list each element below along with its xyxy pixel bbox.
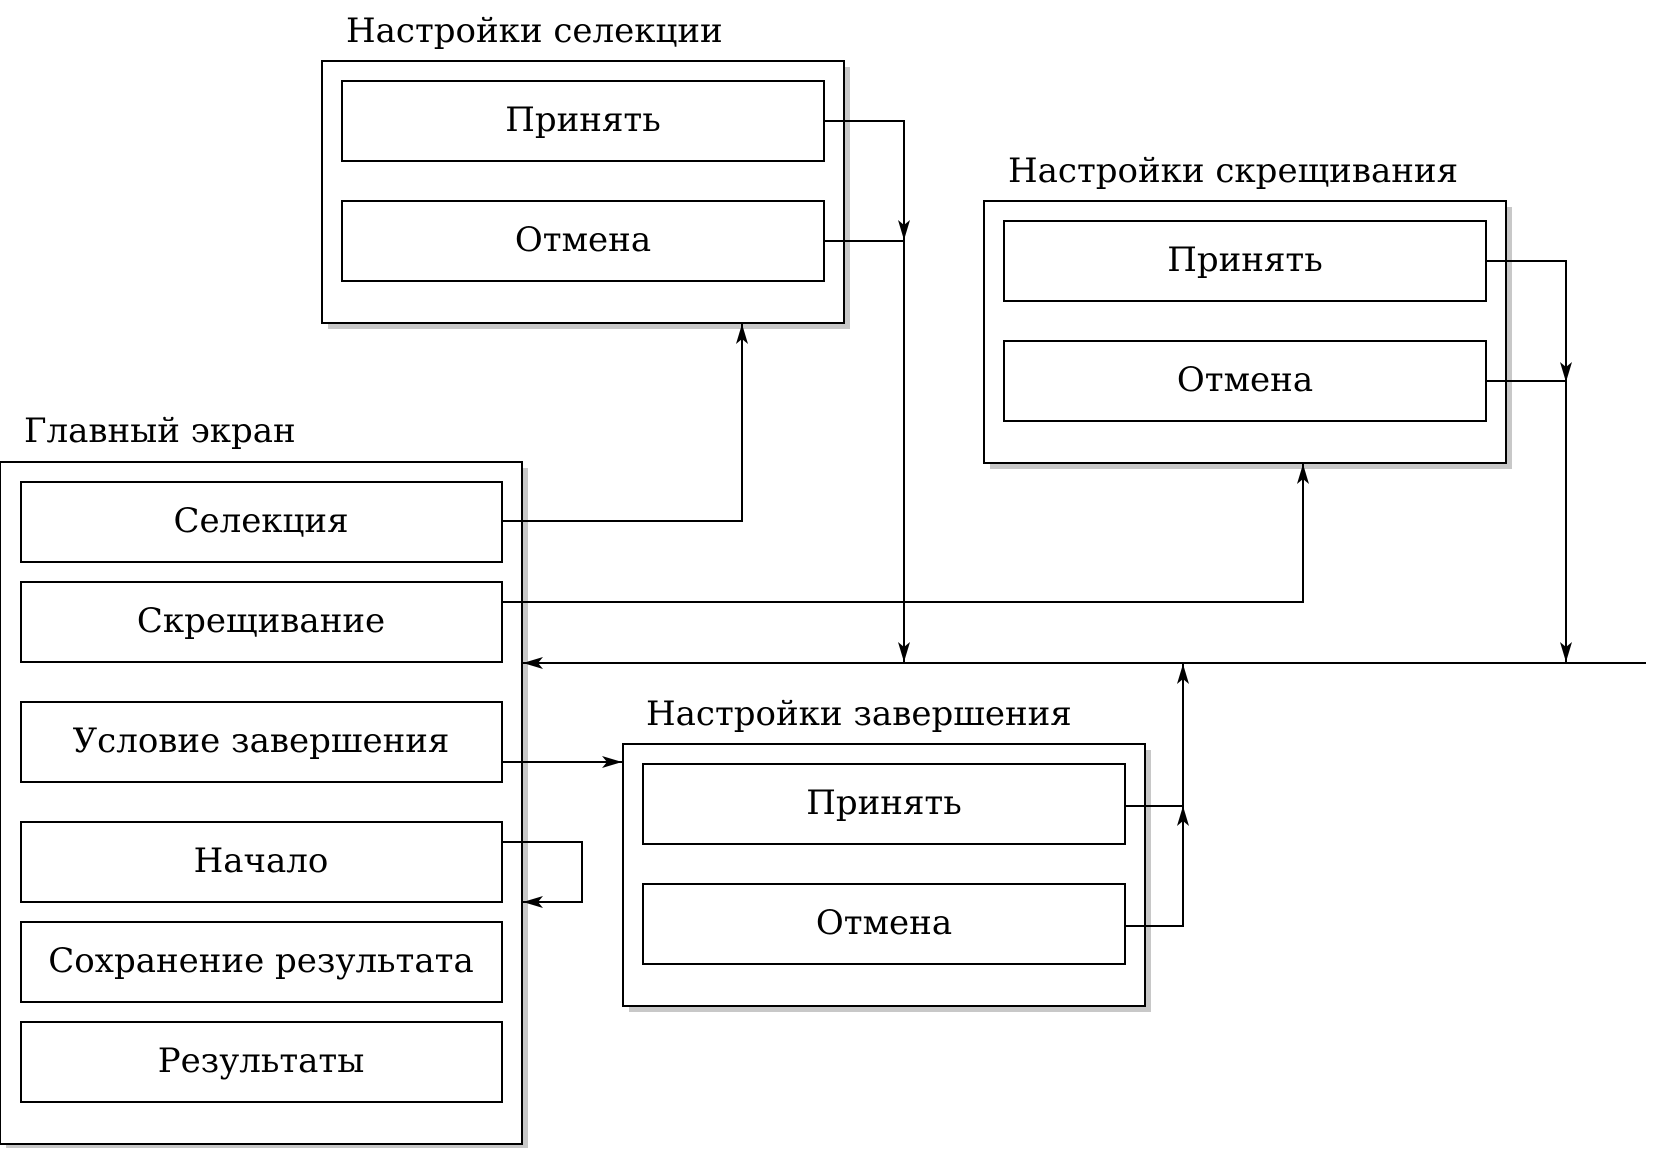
main-screen-panel: Главный экран Селекция Скрещивание Услов…	[0, 411, 528, 1148]
selection-settings-title: Настройки селекции	[346, 11, 723, 51]
completion-settings-title: Настройки завершения	[646, 694, 1072, 734]
connectors	[502, 120, 1646, 927]
completion-settings-panel: Настройки завершения Принять Отмена	[622, 694, 1151, 1012]
crossing-cancel-label: Отмена	[1177, 360, 1313, 400]
connector-crossing-to-settings	[502, 464, 1309, 603]
connector-completion-cancel	[1125, 806, 1189, 927]
connector-completion-accept	[1125, 664, 1189, 807]
menu-item-label: Начало	[194, 841, 329, 881]
connector-selection-cancel	[824, 240, 910, 662]
main-menu-item-crossing[interactable]: Скрещивание	[20, 581, 503, 663]
main-menu-item-results[interactable]: Результаты	[20, 1021, 503, 1103]
crossing-accept-label: Принять	[1167, 240, 1323, 280]
menu-item-label: Селекция	[173, 501, 348, 541]
menu-item-label: Условие завершения	[73, 721, 450, 761]
completion-cancel-label: Отмена	[816, 903, 952, 943]
selection-accept-button[interactable]: Принять	[341, 80, 825, 162]
main-menu-item-start[interactable]: Начало	[20, 821, 503, 903]
selection-accept-label: Принять	[505, 100, 661, 140]
selection-cancel-label: Отмена	[515, 220, 651, 260]
main-menu-item-selection[interactable]: Селекция	[20, 481, 503, 563]
menu-item-label: Сохранение результата	[48, 941, 473, 981]
connector-crossing-cancel	[1486, 380, 1572, 662]
connector-start-loop	[502, 841, 583, 908]
completion-cancel-button[interactable]: Отмена	[642, 883, 1126, 965]
main-menu-item-save-result[interactable]: Сохранение результата	[20, 921, 503, 1003]
connector-selection-to-settings	[502, 324, 748, 522]
crossing-accept-button[interactable]: Принять	[1003, 220, 1487, 302]
completion-accept-label: Принять	[806, 783, 962, 823]
selection-cancel-button[interactable]: Отмена	[341, 200, 825, 282]
main-screen-title: Главный экран	[24, 411, 296, 451]
menu-item-label: Скрещивание	[137, 601, 385, 641]
main-menu-item-completion-condition[interactable]: Условие завершения	[20, 701, 503, 783]
connector-crossing-accept	[1486, 260, 1572, 382]
connector-selection-accept	[824, 120, 910, 240]
crossing-settings-title: Настройки скрещивания	[1008, 151, 1458, 191]
completion-accept-button[interactable]: Принять	[642, 763, 1126, 845]
selection-settings-panel: Настройки селекции Принять Отмена	[321, 11, 850, 329]
menu-item-label: Результаты	[158, 1041, 365, 1081]
crossing-cancel-button[interactable]: Отмена	[1003, 340, 1487, 422]
crossing-settings-panel: Настройки скрещивания Принять Отмена	[983, 151, 1512, 469]
